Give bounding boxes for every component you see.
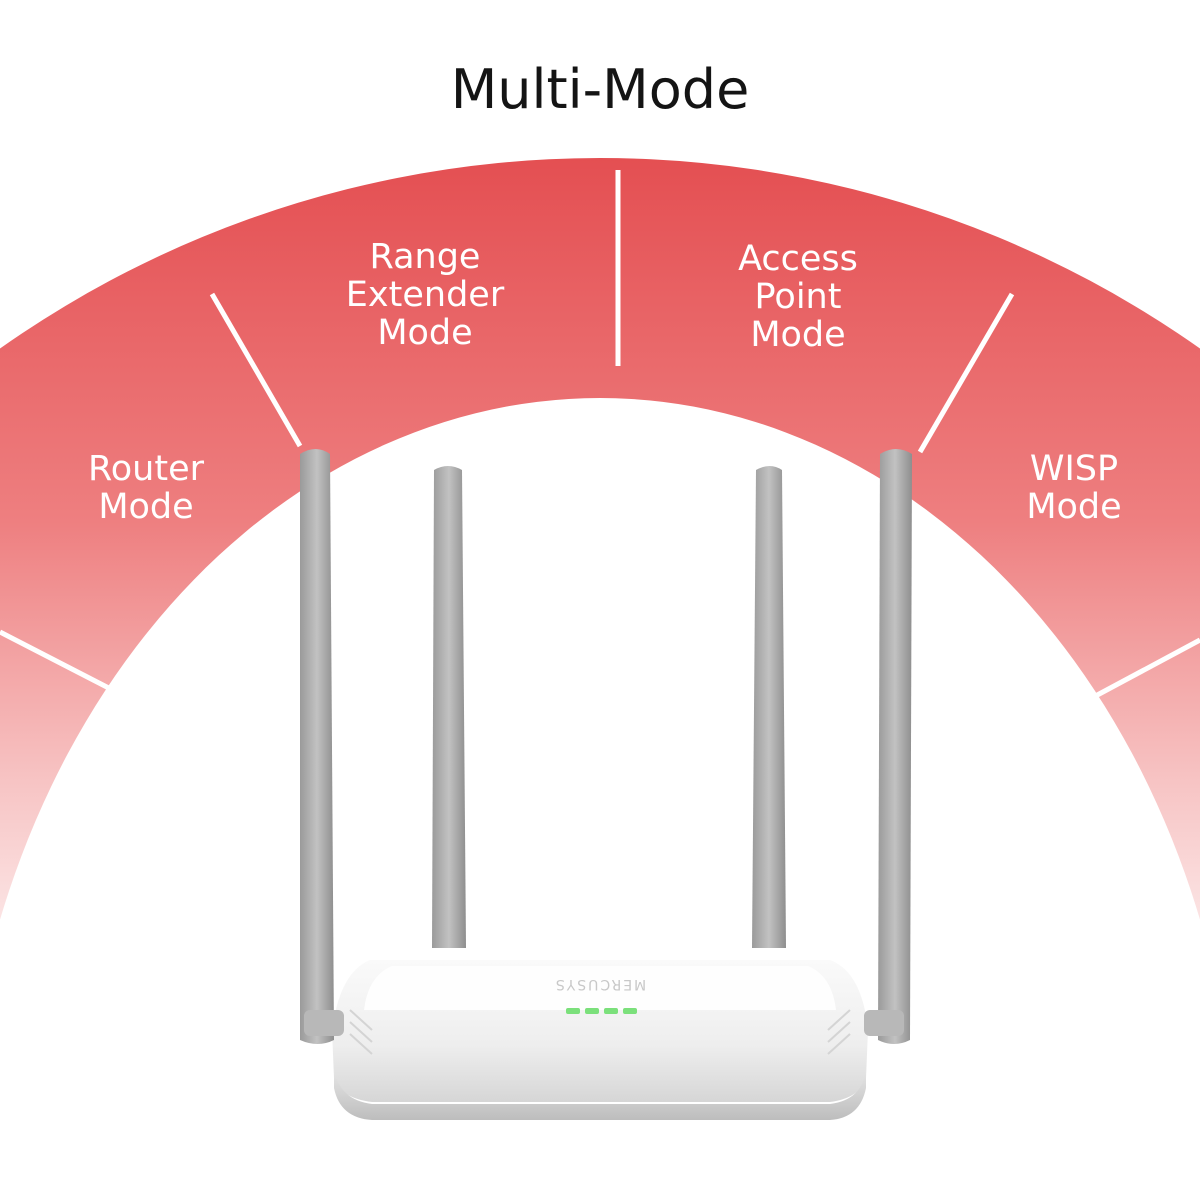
led-2 (585, 1008, 599, 1014)
antenna-front-right (878, 449, 912, 1044)
antenna-front-left (300, 449, 334, 1044)
led-3 (604, 1008, 618, 1014)
router-base (334, 1070, 866, 1120)
divider-2 (209, 292, 303, 448)
antenna-rear-right (752, 466, 786, 948)
mode-label-range-extender: Range Extender Mode (345, 237, 505, 353)
router-brand-text: MERCUSYS (554, 976, 646, 992)
router-vents-right (827, 1009, 851, 1055)
page-title: Multi-Mode (450, 58, 750, 121)
mode-label-router: Router Mode (88, 449, 204, 527)
mode-label-access-point: Access Point Mode (738, 239, 858, 355)
divider-1 (0, 629, 134, 703)
led-1 (566, 1008, 580, 1014)
led-4 (623, 1008, 637, 1014)
antenna-front-left-hinge (304, 1010, 344, 1036)
antenna-front-right-hinge (864, 1010, 904, 1036)
router-vents-left (349, 1009, 373, 1055)
divider-4 (917, 292, 1015, 454)
divider-5 (1086, 637, 1200, 703)
antenna-rear-left (432, 466, 466, 948)
arc-band (0, 158, 1200, 920)
mode-label-wisp: WISP Mode (1026, 449, 1122, 527)
router-top-panel (364, 966, 836, 1010)
